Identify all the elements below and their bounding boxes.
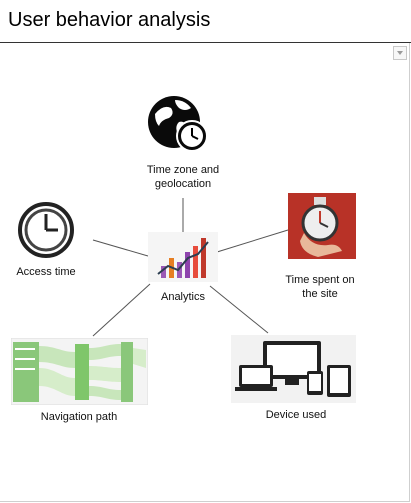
label-access-line1: Access time: [16, 266, 76, 278]
label-center-line1: Analytics: [160, 291, 206, 303]
devices-icon: [231, 335, 356, 403]
label-timespent: Time spent on the site: [270, 273, 370, 301]
link-access: [92, 239, 149, 257]
label-timezone-line1: Time zone and: [146, 164, 220, 176]
link-device: [209, 285, 269, 334]
label-timezone: Time zone and geolocation: [133, 163, 233, 191]
clock-icon: [18, 202, 74, 258]
label-timezone-line2: geolocation: [154, 178, 212, 190]
header-bar: User behavior analysis: [0, 0, 411, 43]
globe-clock-icon: [148, 96, 208, 152]
label-device: Device used: [246, 408, 346, 422]
diagram-frame: [0, 43, 410, 502]
label-center: Analytics: [148, 290, 218, 304]
label-navigation: Navigation path: [24, 410, 134, 424]
link-timespent: [216, 229, 289, 253]
label-device-line1: Device used: [265, 409, 327, 421]
stopwatch-hand-icon: [288, 193, 356, 259]
sankey-flow-icon: [11, 338, 148, 405]
link-navigation: [92, 283, 151, 337]
label-access: Access time: [3, 265, 89, 279]
analytics-chart-icon: [148, 232, 218, 282]
label-timespent-line1: Time spent on: [285, 274, 355, 286]
chart-menu-button[interactable]: [393, 46, 407, 60]
page-title: User behavior analysis: [8, 9, 211, 31]
label-timespent-line2: the site: [302, 288, 338, 300]
label-navigation-line1: Navigation path: [40, 411, 118, 423]
